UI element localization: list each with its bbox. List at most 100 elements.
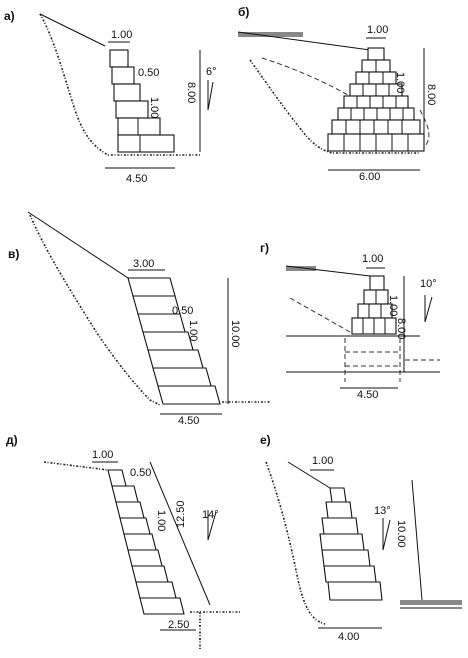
panel-d-top-ground — [43, 461, 109, 471]
panel-d-wall — [107, 469, 185, 615]
panel-e-wall — [319, 487, 383, 601]
panel-g-block-height: 1.00 — [387, 295, 399, 316]
panel-v-block — [157, 385, 221, 405]
panel-e-backfill-line — [287, 461, 331, 489]
panel-e-block — [319, 533, 365, 551]
panel-a-block — [117, 134, 175, 153]
panel-g: г) 1.00 1.00 8.00 10° 4.50 — [260, 241, 440, 401]
panel-b-height: 8.00 — [425, 84, 437, 105]
panel-e-top-width: 1.00 — [312, 455, 333, 467]
panel-v-block — [142, 331, 194, 351]
panel-b: б) 1.00 1.00 8.00 6.00 — [237, 5, 437, 183]
panel-b-block-height: 1.00 — [394, 72, 406, 93]
panel-v-base: 4.50 — [178, 415, 199, 427]
panel-a-top-width: 1.00 — [111, 29, 132, 41]
panel-v-excavation — [29, 214, 161, 406]
panel-v-wall — [127, 277, 221, 405]
panel-g-block — [369, 275, 385, 291]
panel-g-top-hatch — [286, 266, 316, 271]
panel-b-block — [367, 47, 385, 61]
panel-a-batter-angle: 6° — [206, 66, 217, 78]
panel-e-base: 4.00 — [338, 631, 359, 643]
panel-g-block — [357, 303, 393, 319]
panel-a-excavation — [39, 13, 200, 156]
panel-b-top-width: 1.00 — [367, 24, 388, 36]
panel-a-block — [117, 117, 161, 136]
panel-d-base: 2.50 — [168, 619, 189, 631]
panel-e-batter-incline — [382, 519, 391, 551]
panel-d-block — [107, 469, 127, 487]
panel-b-block — [343, 95, 409, 109]
panel-e-excavation — [265, 461, 326, 625]
panel-v-block — [127, 277, 176, 297]
panel-a-block — [115, 100, 149, 119]
panel-b-top-hatch — [238, 32, 303, 37]
panel-d-block — [127, 549, 163, 567]
panel-d-block — [139, 597, 185, 615]
panel-b-slip-line — [261, 57, 349, 96]
panel-g-batter-incline — [424, 296, 433, 323]
panel-a-wall — [109, 49, 175, 153]
panel-v-top-width: 3.00 — [133, 258, 154, 270]
panel-d-block — [131, 565, 169, 583]
panel-d-block — [135, 581, 177, 599]
panel-a-block — [111, 66, 135, 85]
panel-d-block — [115, 501, 145, 519]
panel-d-block — [111, 485, 139, 503]
panel-d-height: 12.50 — [175, 500, 187, 528]
panel-v-backfill-line — [27, 211, 129, 279]
panel-a-label: а) — [4, 9, 15, 23]
panel-v-label: в) — [8, 247, 19, 261]
panel-v-block — [152, 367, 212, 387]
panel-v-height: 10.00 — [229, 320, 241, 348]
panel-b-base: 6.00 — [359, 171, 380, 183]
panel-g-backfill-line — [285, 265, 371, 277]
panel-d-batter-incline — [207, 511, 217, 541]
panel-d: д) 1.00 0.50 1.00 12.50 14° 2.50 — [6, 433, 240, 650]
panel-g-batter-angle: 10° — [420, 278, 437, 290]
panel-g-wall — [351, 275, 397, 335]
panel-e-label: е) — [260, 433, 271, 447]
panel-e-batter-angle: 13° — [374, 505, 391, 517]
panel-e-block — [325, 501, 353, 519]
panel-v-step: 0.50 — [172, 305, 193, 317]
panel-b-label: б) — [238, 5, 249, 19]
panel-e-height-dim-line — [411, 479, 423, 601]
panel-b-block — [331, 119, 421, 135]
panel-a-backfill-line — [39, 13, 106, 47]
panel-v-block — [147, 349, 204, 369]
panel-g-label: г) — [260, 241, 269, 255]
panel-a-base: 4.50 — [126, 173, 147, 185]
panel-b-excavation — [249, 59, 420, 154]
panel-a-block-height: 1.00 — [148, 97, 160, 118]
panel-v-block-height: 1.00 — [187, 320, 199, 341]
panel-e-block — [321, 517, 359, 535]
panel-d-batter-angle: 14° — [202, 509, 219, 521]
panel-b-drain-line — [419, 109, 430, 146]
panel-d-label: д) — [6, 433, 18, 447]
panel-d-step: 0.50 — [130, 467, 151, 479]
panel-g-footing — [344, 338, 401, 382]
panel-a: а) 1.00 0.50 1.00 8.00 6° 4.50 — [4, 9, 217, 185]
panel-e-block — [327, 581, 383, 601]
panel-b-wall — [327, 47, 425, 152]
panel-g-base: 4.50 — [357, 389, 378, 401]
panel-e-block — [321, 549, 371, 567]
panel-a-block — [109, 49, 129, 68]
panel-d-backfill-line — [149, 461, 211, 606]
panel-d-block-height: 1.00 — [155, 510, 167, 531]
panel-g-height: 8.00 — [395, 318, 407, 339]
panel-g-slip-line — [289, 297, 351, 333]
panel-a-block — [113, 83, 141, 102]
panel-b-backfill-line — [237, 31, 371, 51]
panel-a-step: 0.50 — [138, 67, 159, 79]
panel-d-top-width: 1.00 — [92, 449, 113, 461]
panel-d-block — [123, 533, 157, 551]
panel-e-height: 10.00 — [395, 520, 407, 548]
panel-b-block — [355, 71, 397, 85]
panel-a-batter-incline — [207, 81, 214, 111]
panel-a-height: 8.00 — [185, 82, 197, 103]
panel-v: в) 3.00 0.50 1.00 10.00 4.50 — [8, 211, 270, 427]
